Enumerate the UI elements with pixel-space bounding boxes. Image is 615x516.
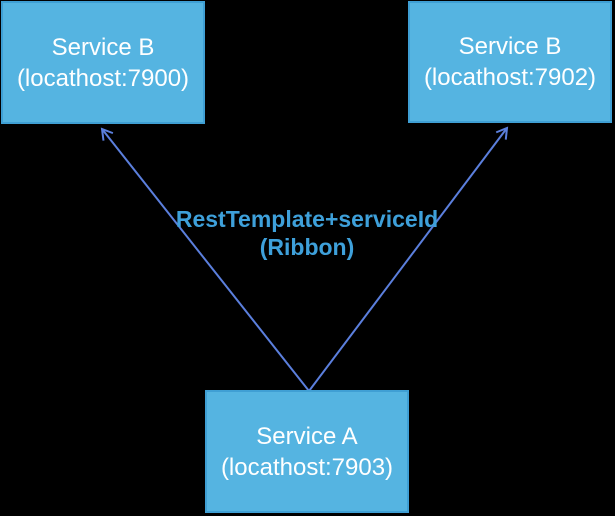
node-service-a-7903: Service A (locathost:7903)	[205, 390, 409, 513]
node-subtitle: (locathost:7902)	[423, 64, 597, 91]
node-service-b-7900: Service B (locathost:7900)	[1, 1, 205, 124]
edge-label-line1: RestTemplate+serviceId	[175, 206, 439, 232]
node-title: Service B	[458, 33, 562, 60]
edge-label: RestTemplate+serviceId (Ribbon)	[157, 205, 457, 261]
node-title: Service B	[51, 33, 155, 61]
node-subtitle: (locathost:7900)	[16, 64, 190, 92]
node-title: Service A	[256, 422, 358, 450]
node-subtitle: (locathost:7903)	[220, 453, 394, 481]
node-service-b-7902: Service B (locathost:7902)	[408, 1, 612, 123]
edge-label-line2: (Ribbon)	[259, 234, 355, 260]
